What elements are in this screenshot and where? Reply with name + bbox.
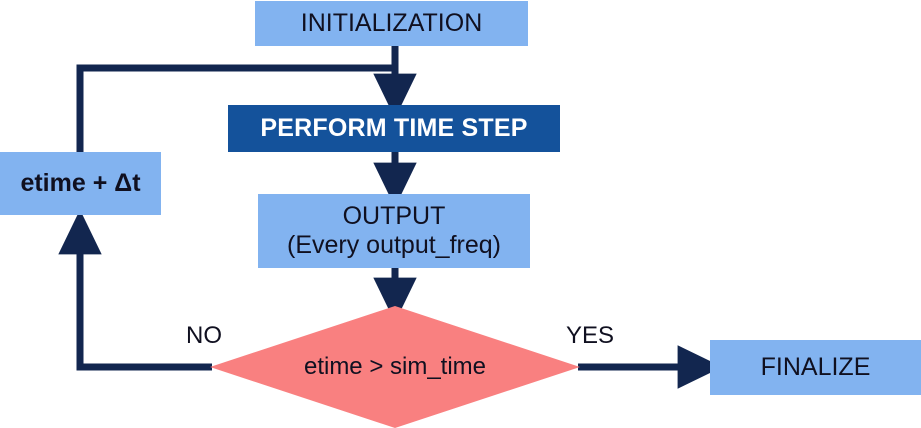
edge-decision-no-to-etime: [58, 209, 212, 371]
node-etime-increment-label: etime + Δt: [20, 168, 141, 197]
node-etime-increment[interactable]: etime + Δt: [0, 152, 161, 215]
node-perform-time-step[interactable]: PERFORM TIME STEP: [228, 105, 560, 152]
node-finalize[interactable]: FINALIZE: [710, 340, 921, 395]
edge-label-yes: YES: [566, 322, 615, 349]
node-decision[interactable]: etime > sim_time: [210, 306, 580, 428]
node-output-label-line1: OUTPUT: [342, 201, 446, 230]
node-initialization-label: INITIALIZATION: [300, 8, 483, 37]
node-decision-label: etime > sim_time: [303, 353, 487, 380]
edge-label-no: NO: [186, 322, 222, 349]
node-output-label-line2: (Every output_freq): [287, 231, 501, 259]
node-initialization[interactable]: INITIALIZATION: [255, 1, 528, 46]
edge-loopback-rail-to-etime: [76, 64, 395, 152]
node-perform-time-step-label: PERFORM TIME STEP: [260, 113, 528, 142]
node-output[interactable]: OUTPUT (Every output_freq): [258, 194, 530, 268]
node-finalize-label: FINALIZE: [760, 352, 871, 381]
